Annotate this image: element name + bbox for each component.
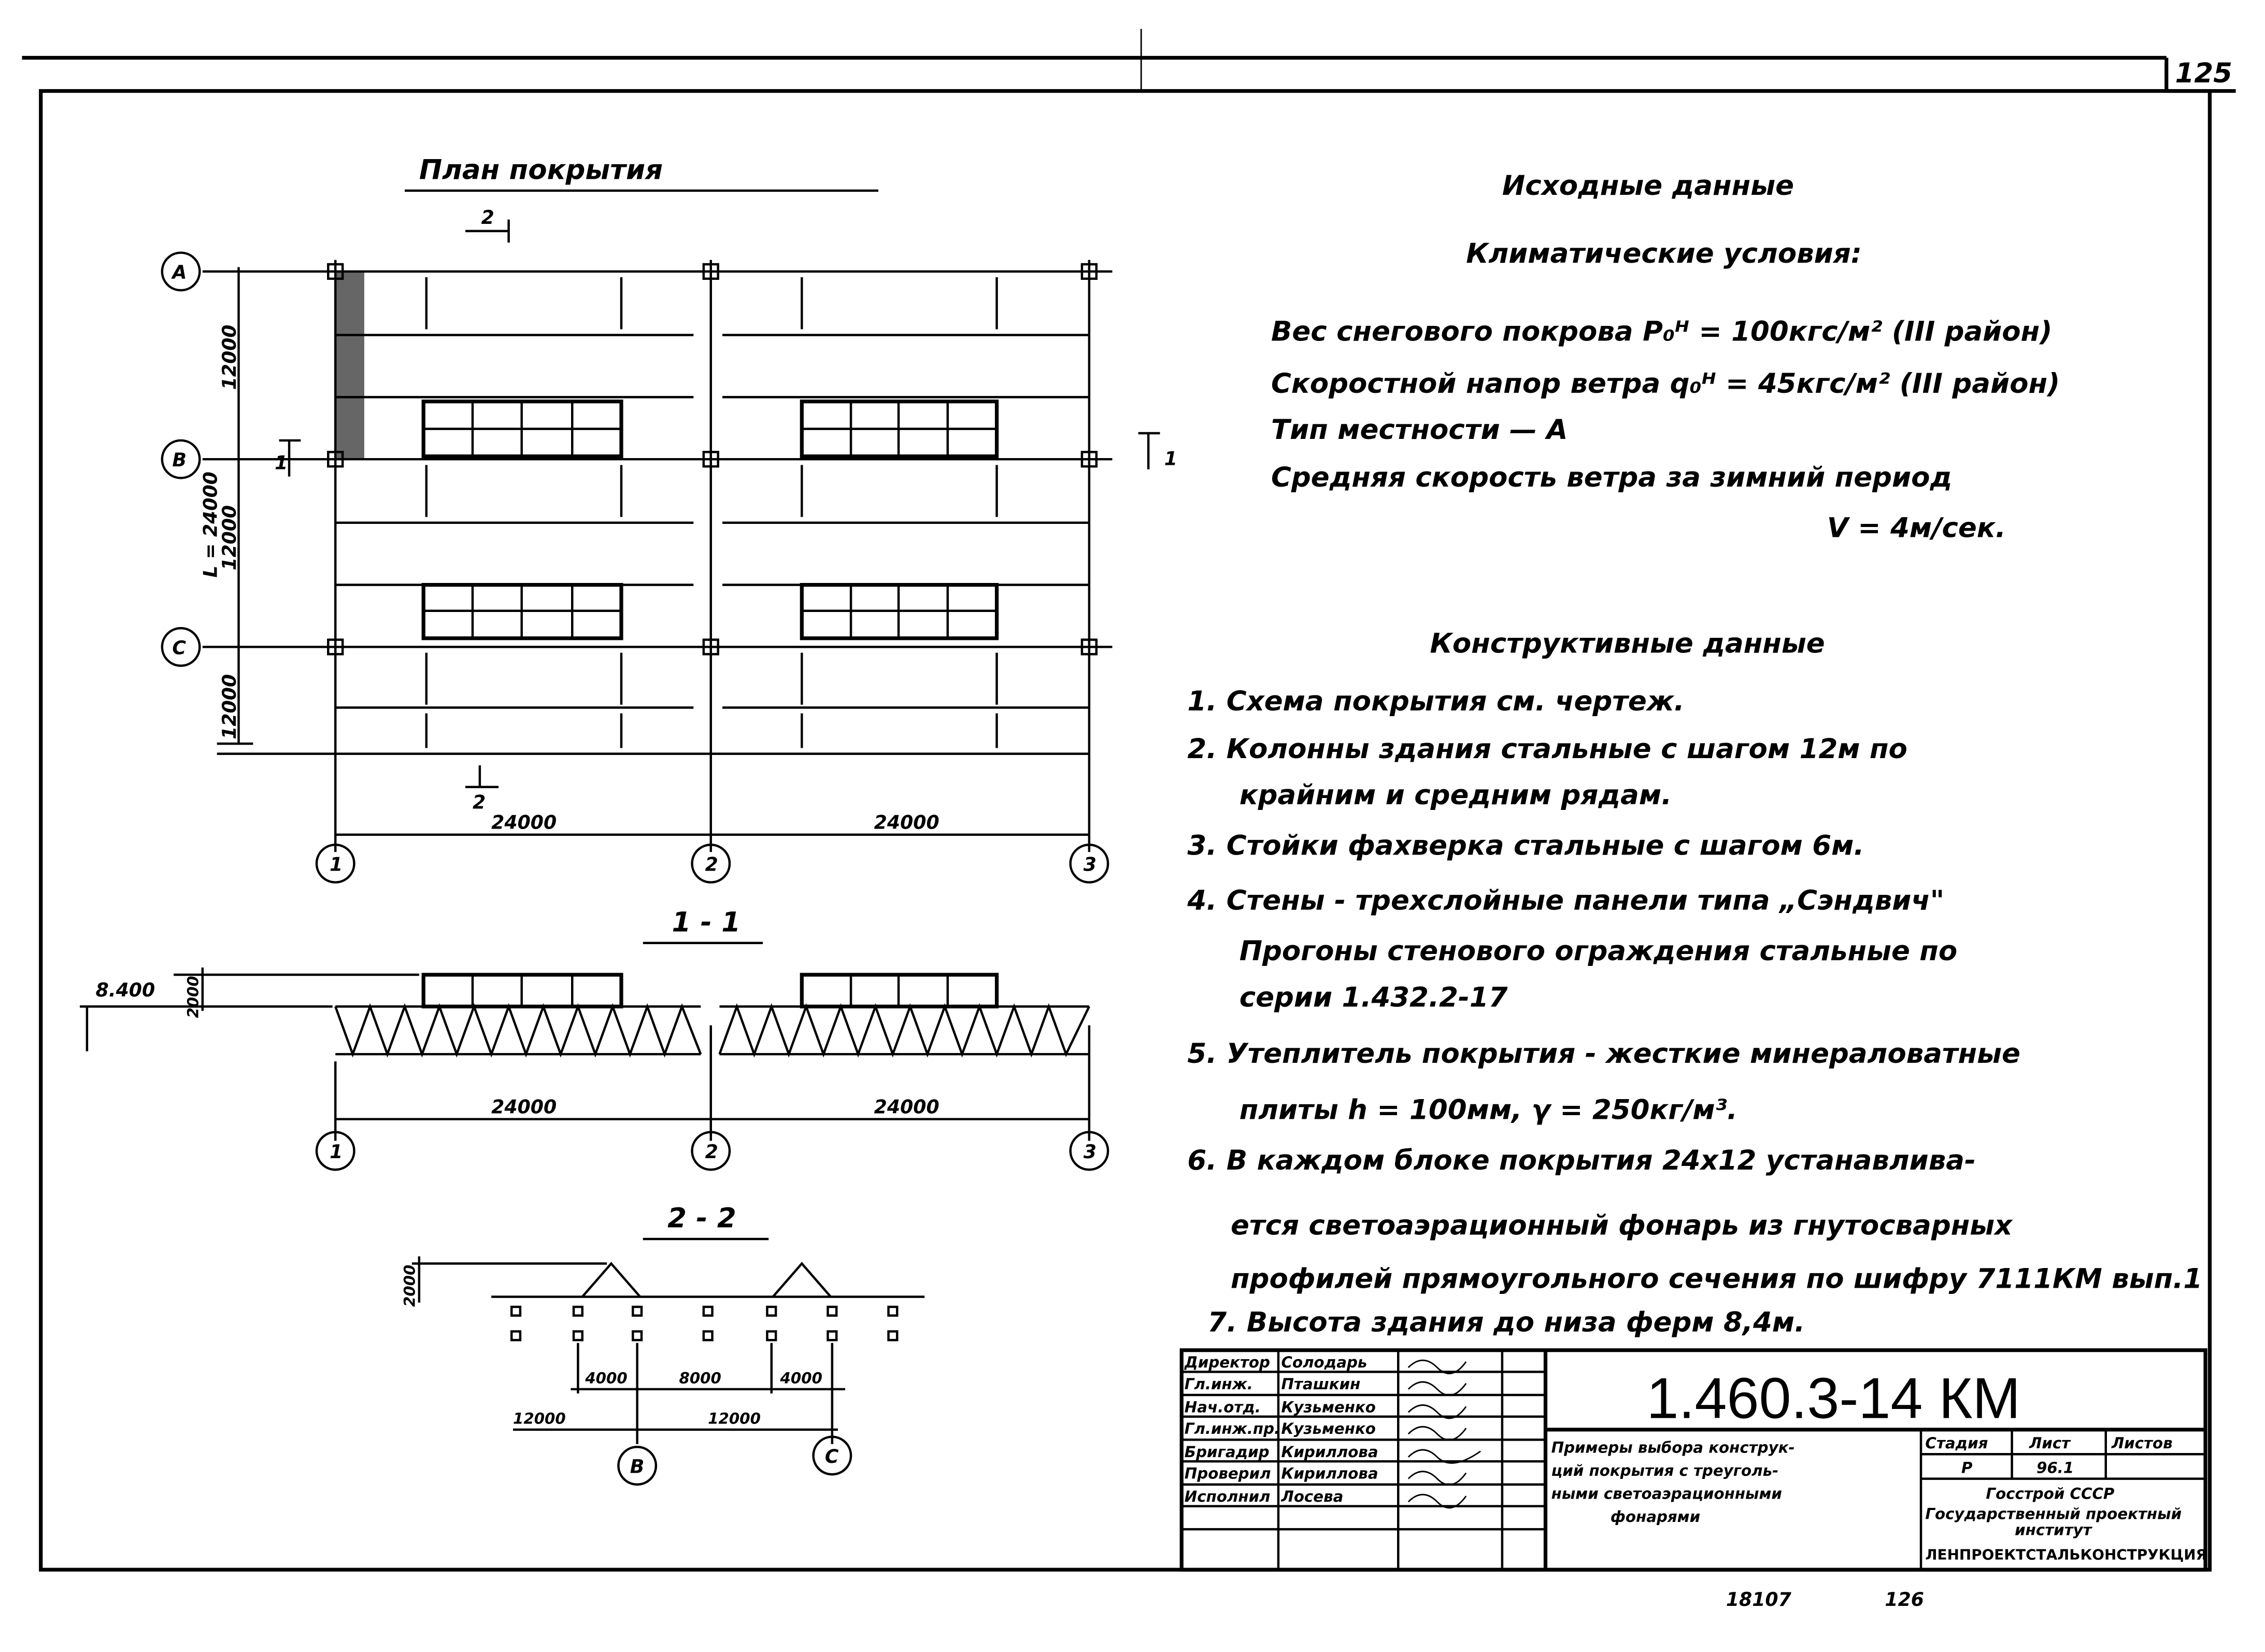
source-line: Скоростной напор ветра q₀ᴴ = 45кгс/м² (I… (1271, 368, 2060, 400)
s2-axis-B: B (630, 1455, 645, 1477)
climate-title: Климатические условия: (1466, 238, 1862, 269)
design-line: 5. Утеплитель покрытия - жесткие минерал… (1187, 1038, 2020, 1070)
staff-role: Нач.отд. (1185, 1398, 1261, 1416)
row-dim-3: 12000 (218, 674, 240, 739)
staff-name: Кириллова (1281, 1465, 1378, 1483)
staff-name: Пташкин (1281, 1375, 1361, 1393)
staff-role: Гл.инж. (1185, 1375, 1253, 1393)
axis-1: 1 (330, 853, 343, 875)
span-dim-1: 24000 (491, 811, 557, 834)
org-line: ЛЕНПРОЕКТСТАЛЬКОНСТРУКЦИЯ (1925, 1546, 2207, 1563)
staff-role: Проверил (1185, 1465, 1271, 1483)
org-line: Государственный проектный (1925, 1505, 2182, 1523)
column-markers (327, 263, 1098, 656)
s2-dim-top-1: 4000 (585, 1370, 627, 1387)
s2-dim-top-3: 4000 (780, 1370, 822, 1387)
staff-role: Исполнил (1185, 1488, 1271, 1505)
design-line: 7. Высота здания до низа ферм 8,4м. (1207, 1306, 1805, 1338)
section-1-title: 1 - 1 (672, 906, 741, 938)
design-line: серии 1.432.2-17 (1240, 981, 1508, 1013)
section-2-title: 2 - 2 (667, 1203, 736, 1234)
total-dim: L = 24000 (200, 472, 222, 578)
description-line: ными светоаэрационными (1551, 1485, 1782, 1503)
s1-span-dim-1: 24000 (491, 1096, 557, 1118)
s2-dim-top-2: 8000 (679, 1370, 721, 1387)
design-line: 1. Схема покрытия см. чертеж. (1187, 686, 1684, 717)
drawing-code: 1.460.3-14 КМ (1647, 1366, 2021, 1431)
sheet-value: 96.1 (2036, 1459, 2074, 1476)
source-line: Средняя скорость ветра за зимний период (1271, 462, 1952, 493)
staff-role: Бригадир (1185, 1443, 1270, 1461)
staff-name: Кузьменко (1281, 1420, 1376, 1437)
source-line: V = 4м/сек. (1827, 512, 2006, 544)
stage-label: Стадия (1925, 1434, 1988, 1452)
source-line: Вес снегового покрова P₀ᴴ = 100кгс/м² (I… (1271, 316, 2052, 348)
design-line: профилей прямоугольного сечения по шифру… (1231, 1263, 2202, 1295)
elevation-label: 8.400 (96, 979, 155, 1001)
design-data: Конструктивные данные 1. Схема покрытия … (1187, 628, 2202, 1338)
signatures (1407, 1359, 1481, 1509)
s1-span-dim-2: 24000 (874, 1096, 939, 1118)
staff-name: Лосева (1281, 1488, 1344, 1505)
staff-role: Гл.инж.пр. (1185, 1420, 1280, 1437)
s1-axis-2: 2 (705, 1141, 718, 1163)
staff-name: Кузьменко (1281, 1398, 1376, 1416)
s2-dim-bottom-1: 12000 (513, 1410, 566, 1428)
description-line: ций покрытия с треуголь- (1551, 1462, 1779, 1479)
description-line: Примеры выбора конструк- (1551, 1439, 1795, 1456)
design-line: 4. Стены - трехслойные панели типа „Сэнд… (1187, 885, 1944, 917)
design-line: плиты h = 100мм, γ = 250кг/м³. (1240, 1094, 1737, 1126)
design-line: 6. В каждом блоке покрытия 24х12 устанав… (1187, 1145, 1976, 1176)
section-mark-2-bottom: 2 (473, 791, 486, 814)
section-1-1: 1 - 1 8.400 2000 24000 24000 1 2 3 (79, 906, 1109, 1171)
s1-axis-1: 1 (330, 1141, 343, 1163)
axis-A: A (170, 261, 187, 283)
org-line: Госстрой СССР (1986, 1485, 2114, 1503)
design-line: Прогоны стенового ограждения стальные по (1240, 935, 1958, 967)
axis-3: 3 (1084, 853, 1096, 875)
lantern-height-1: 2000 (184, 976, 202, 1018)
staff-name: Солодарь (1281, 1354, 1367, 1371)
section-mark-2-top: 2 (481, 206, 494, 229)
description-line: фонарями (1611, 1508, 1700, 1526)
s2-dim-bottom-2: 12000 (708, 1410, 761, 1428)
section-mark-1-right: 1 (1164, 447, 1177, 469)
axis-B: B (172, 449, 187, 471)
s2-axis-C: C (825, 1445, 839, 1468)
lantern-height-2: 2000 (401, 1265, 419, 1307)
design-line: 3. Стойки фахверка стальные с шагом 6м. (1187, 830, 1864, 862)
s1-axis-3: 3 (1084, 1141, 1096, 1163)
design-data-title: Конструктивные данные (1430, 628, 1825, 660)
staff-role: Директор (1184, 1354, 1270, 1371)
section-2-2: 2 - 2 2000 4000 8000 4000 12000 12000 B … (401, 1203, 925, 1486)
design-line: 2. Колонны здания стальные с шагом 12м п… (1187, 733, 1907, 765)
org-line: институт (2015, 1521, 2093, 1539)
source-line: Тип местности — А (1271, 414, 1568, 446)
design-line: крайним и средним рядам. (1240, 779, 1672, 811)
row-dim-1: 12000 (218, 324, 240, 390)
source-data: Исходные данные Климатические условия: В… (1271, 170, 2060, 544)
source-data-title: Исходные данные (1502, 170, 1794, 202)
sheet-label: Лист (2029, 1434, 2071, 1452)
section-mark-1-left: 1 (275, 452, 288, 474)
plan-title: План покрытия (419, 154, 663, 186)
axis-C: C (172, 636, 186, 659)
span-dim-2: 24000 (874, 811, 939, 834)
title-block: 1.460.3-14 КМ Директор Солодарь Гл.инж. … (1179, 1348, 2207, 1572)
roof-plan: План покрытия 2 (161, 154, 1177, 884)
stage-value: Р (1961, 1459, 1973, 1476)
page-number: 125 (2175, 58, 2233, 89)
footer-left-number: 18107 (1726, 1588, 1792, 1611)
sheet-frame (22, 29, 2236, 1572)
axis-2: 2 (705, 853, 718, 875)
sheets-label: Листов (2111, 1434, 2173, 1452)
row-dim-2: 12000 (218, 505, 240, 571)
design-line: ется светоаэрационный фонарь из гнутосва… (1231, 1210, 2013, 1242)
staff-name: Кириллова (1281, 1443, 1378, 1461)
footer-right-number: 126 (1885, 1588, 1924, 1611)
